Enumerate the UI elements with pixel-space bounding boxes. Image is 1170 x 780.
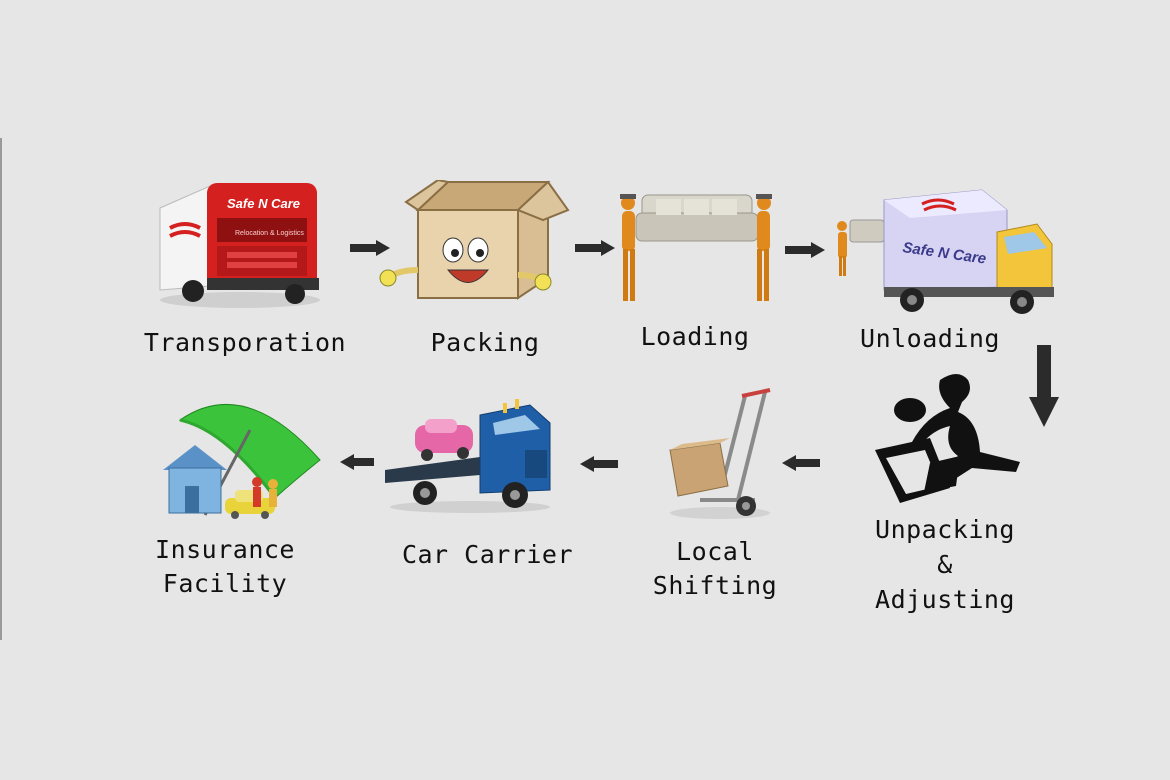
label-local-shifting: Local Shifting xyxy=(652,537,778,600)
transportation-truck-icon: Safe N Care Relocation & Logistics xyxy=(155,178,325,313)
arrow-down-icon xyxy=(1029,345,1059,431)
unpacking-person-box-icon xyxy=(870,368,1020,508)
unloading-truck-icon: Safe N Care xyxy=(832,182,1057,322)
arrow-left-icon xyxy=(580,456,618,476)
label-insurance: Insurance Facility xyxy=(155,535,295,598)
hand-truck-box-icon xyxy=(660,388,775,523)
label-unloading: Unloading xyxy=(860,324,1000,353)
arrow-left-icon xyxy=(782,455,820,475)
arrow-right-icon xyxy=(575,240,615,260)
transportation-truck-brand: Safe N Care xyxy=(227,196,300,211)
label-car-carrier: Car Carrier xyxy=(401,540,574,569)
left-divider-line xyxy=(0,138,2,640)
arrow-right-icon xyxy=(785,242,825,262)
label-packing: Packing xyxy=(430,328,540,357)
packing-box-character-icon xyxy=(378,180,578,305)
transportation-truck-subtext: Relocation & Logistics xyxy=(235,230,304,237)
arrow-left-icon xyxy=(340,454,374,474)
label-unpacking: Unpacking & Adjusting xyxy=(875,515,1015,614)
label-transportation: Transporation xyxy=(143,328,347,357)
insurance-umbrella-house-icon xyxy=(155,390,330,525)
arrow-right-icon xyxy=(350,240,390,260)
label-loading: Loading xyxy=(640,322,750,351)
car-carrier-truck-icon xyxy=(385,395,555,515)
loading-movers-sofa-icon xyxy=(614,185,779,310)
